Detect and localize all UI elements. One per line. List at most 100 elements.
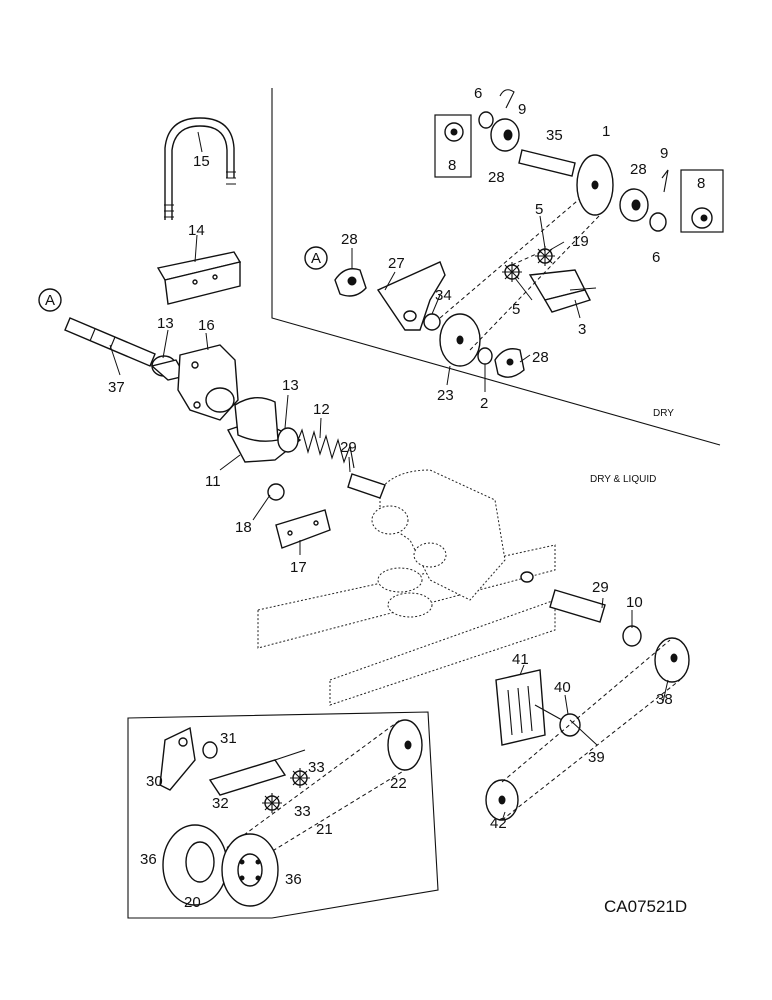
label-21: 21 — [316, 821, 333, 838]
label-28-top: 28 — [488, 169, 505, 186]
toolbar-frame — [257, 469, 556, 706]
bushing-box-left — [434, 114, 472, 178]
label-17: 17 — [290, 559, 307, 576]
flange-left — [334, 268, 367, 297]
inset-idler-33-bottom — [262, 793, 282, 813]
small-sprocket-34 — [423, 313, 441, 331]
label-9-top: 9 — [518, 101, 526, 118]
label-32: 32 — [212, 795, 229, 812]
callout-a-left-letter: A — [45, 292, 55, 309]
label-30: 30 — [146, 773, 163, 790]
mounting-plate — [275, 509, 331, 549]
drive-plate — [376, 261, 446, 331]
idler-40 — [534, 704, 581, 737]
label-13-left: 13 — [157, 315, 174, 332]
callout-a-dry — [304, 246, 328, 270]
drive-shaft-lower — [549, 589, 606, 623]
idler-bracket — [528, 269, 597, 313]
label-20: 20 — [184, 894, 201, 911]
angle-bracket — [156, 251, 242, 305]
label-6-top: 6 — [474, 85, 482, 102]
sprocket-42 — [485, 779, 519, 821]
idler-sprocket-lower — [502, 262, 522, 282]
leader-lines — [109, 131, 669, 819]
label-13-right: 13 — [282, 377, 299, 394]
idler-sprocket-upper — [535, 246, 555, 266]
drive-chain-39 — [501, 639, 681, 821]
part-labels: 15 14 13 16 37 13 12 29 11 18 17 6 9 8 3… — [108, 85, 705, 911]
bushing-2 — [477, 347, 493, 365]
inset-frame — [127, 711, 439, 919]
inset-idler-33-top — [290, 768, 310, 788]
drive-chain-19 — [439, 189, 601, 351]
label-33-bottom: 33 — [294, 803, 311, 820]
flange-bottom — [494, 348, 525, 378]
label-12: 12 — [313, 401, 330, 418]
label-34: 34 — [435, 287, 452, 304]
drawing-code: CA07521D — [604, 897, 687, 916]
bushing-6-top — [478, 111, 494, 129]
label-27: 27 — [388, 255, 405, 272]
flange-bearing — [177, 344, 239, 421]
label-11: 11 — [205, 473, 221, 490]
label-18: 18 — [235, 519, 252, 536]
section-label-dry-liquid: DRY & LIQUID — [590, 474, 656, 485]
inset-sprocket-22 — [387, 719, 423, 771]
dry-section-boundary — [271, 88, 721, 446]
label-14: 14 — [188, 222, 205, 239]
label-22: 22 — [390, 775, 407, 792]
label-9-right: 9 — [660, 145, 668, 162]
section-label-dry: DRY — [653, 408, 674, 419]
label-1: 1 — [602, 123, 610, 140]
large-sprocket-23 — [439, 313, 481, 367]
drive-shaft-upper — [347, 473, 386, 499]
label-42: 42 — [490, 815, 507, 832]
bearing-bracket — [226, 397, 302, 463]
label-3: 3 — [578, 321, 586, 338]
sprocket-38 — [654, 637, 690, 683]
label-29-lower: 29 — [592, 579, 609, 596]
bushing — [267, 483, 285, 501]
label-10: 10 — [626, 594, 643, 611]
inset-sprocket-31 — [202, 741, 218, 759]
bushing-10 — [622, 625, 642, 647]
label-28-bottom: 28 — [532, 349, 549, 366]
label-5-upper: 5 — [535, 201, 543, 218]
label-28-right: 28 — [630, 161, 647, 178]
inset-bracket-30 — [159, 726, 196, 791]
label-2: 2 — [480, 395, 488, 412]
label-38: 38 — [656, 691, 673, 708]
flange-bearing-28-right — [619, 188, 649, 222]
label-33-top: 33 — [308, 759, 325, 776]
callout-a-left — [38, 288, 62, 312]
label-15: 15 — [193, 153, 210, 170]
label-8-right: 8 — [697, 175, 705, 192]
label-28-left: 28 — [341, 231, 358, 248]
cotter-pin-9-right — [661, 169, 669, 193]
idler-plate-41 — [495, 669, 546, 746]
inset-bracket-32 — [208, 749, 306, 796]
callout-a-dry-letter: A — [311, 250, 321, 267]
label-36-right: 36 — [285, 871, 302, 888]
label-16: 16 — [198, 317, 215, 334]
compression-spring — [297, 428, 355, 469]
label-31: 31 — [220, 730, 237, 747]
label-39: 39 — [588, 749, 605, 766]
shaft-35 — [518, 149, 576, 177]
inset-disc-36-right — [221, 833, 279, 907]
flange-bearing-28-top — [490, 118, 520, 152]
label-23: 23 — [437, 387, 454, 404]
inset-disc-36-left — [162, 824, 228, 906]
label-6-right: 6 — [652, 249, 660, 266]
label-41: 41 — [512, 651, 529, 668]
bushing-6-right — [649, 212, 667, 232]
label-5-lower: 5 — [512, 301, 520, 318]
label-40: 40 — [554, 679, 571, 696]
label-19: 19 — [572, 233, 589, 250]
label-8-left: 8 — [448, 157, 456, 174]
label-37: 37 — [108, 379, 125, 396]
sprocket-1 — [576, 154, 614, 216]
label-36-left: 36 — [140, 851, 157, 868]
bushing-box-right — [680, 169, 724, 233]
